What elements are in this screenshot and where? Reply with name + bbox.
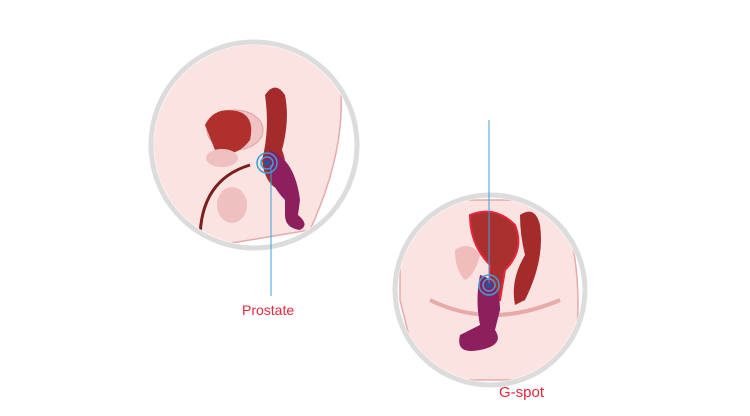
gspot-label: G-spot xyxy=(499,384,545,401)
prostate-label: Prostate xyxy=(242,302,295,318)
female-anatomy-illustration xyxy=(392,120,588,388)
male-anatomy-illustration xyxy=(148,39,360,296)
